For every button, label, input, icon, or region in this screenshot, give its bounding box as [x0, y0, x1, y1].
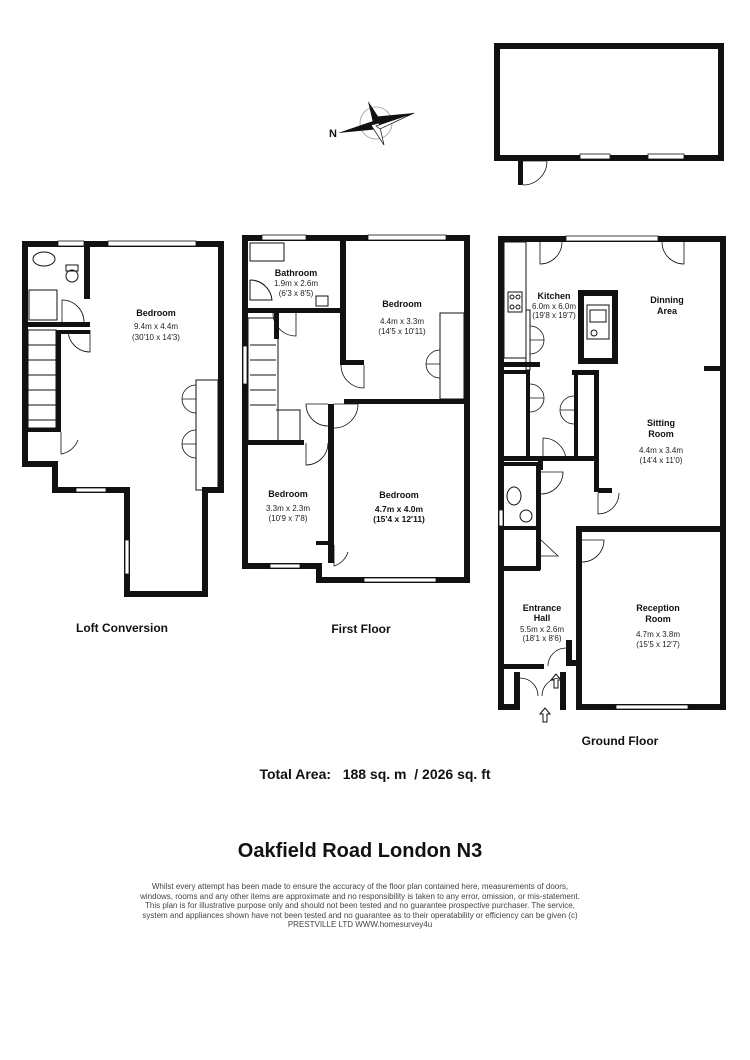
reception-imperial: (15'5 x 12'7) — [636, 640, 680, 649]
reception-name: Reception — [636, 603, 680, 613]
loft-bedroom-metric: 9.4m x 4.4m — [134, 322, 178, 331]
loft-bedroom-imperial: (30'10 x 14'3) — [132, 333, 180, 342]
first-bedroom-top-imperial: (14'5 x 10'11) — [378, 327, 426, 336]
loft-bedroom-name: Bedroom — [136, 308, 176, 318]
first-bedroom-top-metric: 4.4m x 3.3m — [380, 317, 424, 326]
sitting-name: Sitting — [647, 418, 675, 428]
first-bedroom-top-name: Bedroom — [382, 299, 422, 309]
loft-floor-label: Loft Conversion — [76, 621, 168, 635]
bathroom-metric: 1.9m x 2.6m — [274, 279, 318, 288]
ground-floor-plan: Kitchen 6.0m x 6.0m (19'8 x 19'7) Dinnin… — [498, 235, 726, 748]
ground-floor-label: Ground Floor — [582, 734, 659, 748]
kitchen-metric: 6.0m x 6.0m — [532, 302, 576, 311]
compass-icon: N — [329, 101, 415, 146]
first-bedroom-large-name: Bedroom — [379, 490, 419, 500]
disclaimer-text: Whilst every attempt has been made to en… — [140, 882, 580, 929]
sitting-metric: 4.4m x 3.4m — [639, 446, 683, 455]
reception-name-line2: Room — [645, 614, 671, 624]
outbuilding — [494, 43, 724, 186]
first-floor-label: First Floor — [331, 622, 391, 636]
bathroom-imperial: (6'3 x 8'5) — [279, 289, 314, 298]
first-bedroom-small-imperial: (10'9 x 7'8) — [268, 514, 307, 523]
property-title: Oakfield Road London N3 — [237, 840, 483, 862]
kitchen-name: Kitchen — [537, 291, 570, 301]
entrance-hall-imperial: (18'1 x 8'6) — [522, 634, 561, 643]
entrance-hall-metric: 5.5m x 2.6m — [520, 625, 564, 634]
compass-north-label: N — [329, 128, 337, 140]
dining-name-line2: Area — [657, 306, 678, 316]
floor-plan: N — [22, 43, 726, 748]
dining-name: Dinning — [650, 295, 684, 305]
first-bedroom-large-imperial: (15'4 x 12'11) — [373, 514, 425, 524]
entrance-hall-name: Entrance — [523, 603, 562, 613]
sitting-name-line2: Room — [648, 429, 674, 439]
first-floor-plan: Bathroom 1.9m x 2.6m (6'3 x 8'5) Bedroom… — [242, 234, 470, 636]
first-bedroom-small-metric: 3.3m x 2.3m — [266, 504, 310, 513]
total-area: Total Area: 188 sq. m / 2026 sq. ft — [259, 766, 491, 782]
reception-metric: 4.7m x 3.8m — [636, 630, 680, 639]
first-bedroom-large-metric: 4.7m x 4.0m — [375, 504, 424, 514]
entrance-hall-name-line2: Hall — [534, 613, 551, 623]
sitting-imperial: (14'4 x 11'0) — [640, 456, 683, 465]
loft-conversion-plan: Bedroom 9.4m x 4.4m (30'10 x 14'3) Loft … — [22, 240, 224, 635]
kitchen-imperial: (19'8 x 19'7) — [532, 311, 576, 320]
bathroom-name: Bathroom — [275, 268, 318, 278]
first-bedroom-small-name: Bedroom — [268, 489, 308, 499]
